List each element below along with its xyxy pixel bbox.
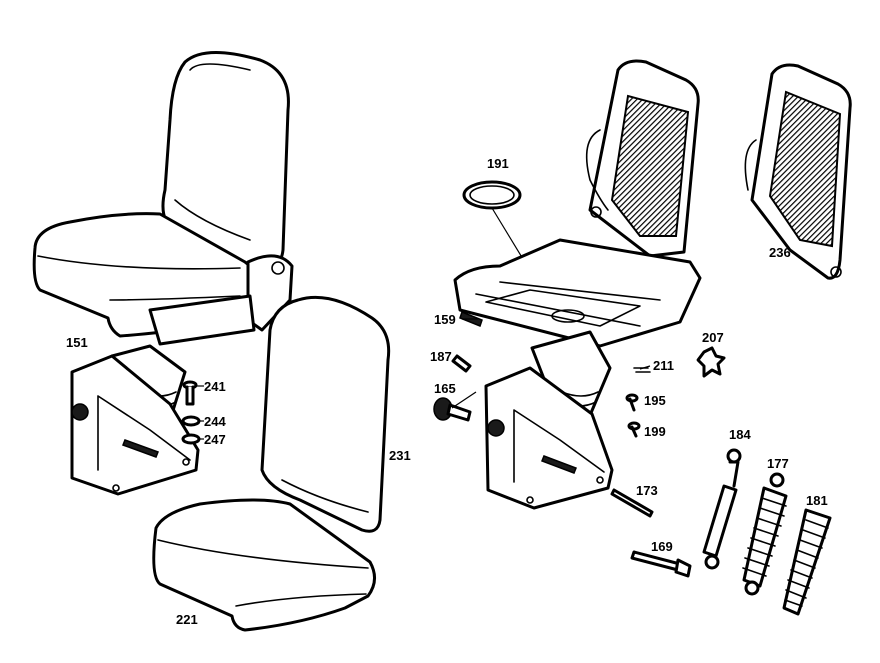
label-181: 181 — [806, 493, 828, 508]
washer-244-icon — [181, 415, 201, 427]
clip-211-icon — [633, 367, 651, 373]
bolt-241-icon — [182, 380, 198, 406]
seat-cushion-221 — [152, 498, 376, 632]
label-151: 151 — [66, 335, 88, 350]
label-244: 244 — [204, 414, 226, 429]
coil-spring-181-icon — [782, 508, 832, 616]
label-169: 169 — [651, 539, 673, 554]
spring-damper-177-icon — [742, 472, 788, 596]
shock-absorber-184-icon — [702, 448, 742, 570]
pin-173-icon — [610, 488, 654, 518]
label-195: 195 — [644, 393, 666, 408]
label-221: 221 — [176, 612, 198, 627]
label-165: 165 — [434, 381, 456, 396]
label-207: 207 — [702, 330, 724, 345]
label-236: 236 — [769, 245, 791, 260]
knob-165-icon — [433, 397, 472, 422]
label-199: 199 — [644, 424, 666, 439]
screw-199-icon — [627, 421, 641, 438]
label-247: 247 — [204, 432, 226, 447]
back-frame-236 — [744, 63, 852, 280]
label-191: 191 — [487, 156, 509, 171]
seat-frame-assembly — [453, 59, 702, 510]
label-177: 177 — [767, 456, 789, 471]
label-231: 231 — [389, 448, 411, 463]
label-159: 159 — [434, 312, 456, 327]
rod-169-icon — [630, 550, 692, 578]
pin-187-icon — [451, 354, 472, 373]
nut-247-icon — [181, 433, 201, 445]
assembled-seat — [32, 51, 294, 496]
label-184: 184 — [729, 427, 751, 442]
label-241: 241 — [204, 379, 226, 394]
label-211: 211 — [653, 358, 674, 373]
label-173: 173 — [636, 483, 658, 498]
label-187: 187 — [430, 349, 452, 364]
screw-195-icon — [625, 393, 639, 412]
backrest-cushion-231 — [260, 295, 391, 533]
star-knob-207-icon — [696, 346, 726, 378]
